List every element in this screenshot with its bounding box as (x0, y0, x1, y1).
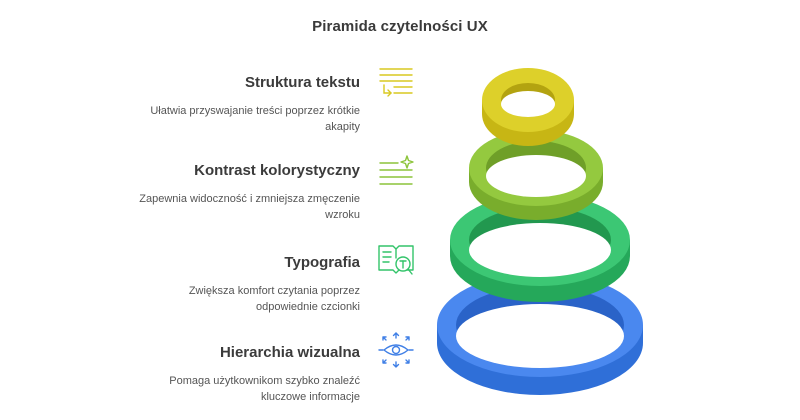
item-kontrast-kolorystyczny: Kontrast kolorystyczny Zapewnia widoczno… (30, 162, 360, 223)
item-heading: Hierarchia wizualna (219, 344, 360, 361)
item-heading: Struktura tekstu (244, 74, 360, 91)
item-heading: Typografia (284, 254, 360, 271)
text-structure-icon (376, 63, 416, 103)
ring-pyramid (437, 68, 643, 395)
diagram-title: Piramida czytelności UX (312, 18, 488, 35)
item-struktura-tekstu: Struktura tekstu Ułatwia przyswajanie tr… (30, 74, 360, 135)
item-description: Pomaga użytkownikom szybko znaleźć klucz… (169, 375, 360, 403)
ring-blue (437, 273, 643, 395)
item-description: Ułatwia przyswajanie treści poprzez krót… (150, 105, 360, 133)
item-description: Zwiększa komfort czytania poprzez odpowi… (188, 285, 360, 313)
ring-yellow (482, 68, 574, 146)
item-hierarchia-wizualna: Hierarchia wizualna Pomaga użytkownikom … (30, 344, 360, 405)
item-description: Zapewnia widoczność i zmniejsza zmęczeni… (139, 193, 360, 221)
eye-focus-icon (376, 330, 416, 370)
item-heading: Kontrast kolorystyczny (194, 162, 360, 179)
sparkle-lines-icon (376, 153, 416, 193)
ring-green (450, 194, 630, 302)
typography-book-icon (376, 240, 416, 280)
item-typografia: Typografia Zwiększa komfort czytania pop… (30, 254, 360, 315)
ring-lime (469, 130, 603, 220)
